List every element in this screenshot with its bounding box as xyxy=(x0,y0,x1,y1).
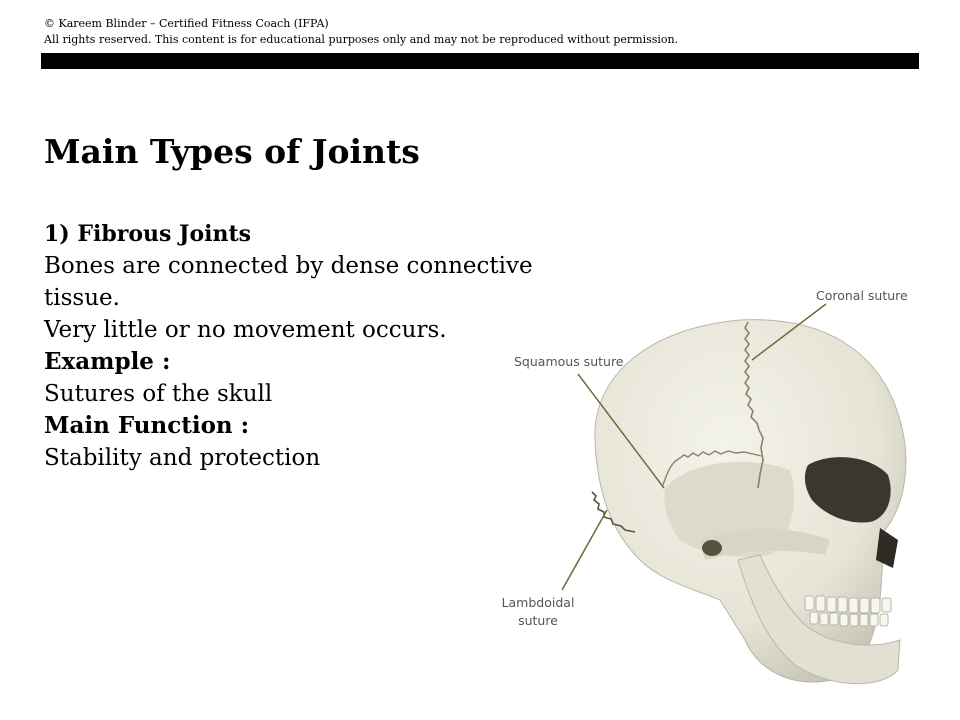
ear-canal xyxy=(702,540,722,556)
squamous-leader xyxy=(577,373,665,489)
coronal-suture-line xyxy=(744,321,764,489)
copyright-header: © Kareem Blinder – Certified Fitness Coa… xyxy=(44,16,678,48)
coronal-suture-label: Coronal suture xyxy=(816,288,908,303)
mandible xyxy=(737,554,901,685)
example-label: Example : xyxy=(44,348,171,375)
skull-illustration: Coronal suture Squamous suture Lambdoida… xyxy=(502,288,908,685)
function-value: Stability and protection xyxy=(44,445,321,471)
lambdoidal-suture-label-line2: suture xyxy=(518,613,558,628)
copyright-line: © Kareem Blinder – Certified Fitness Coa… xyxy=(44,17,329,30)
section-heading: 1) Fibrous Joints xyxy=(44,221,252,247)
function-label: Main Function : xyxy=(44,412,250,439)
slide-title: Main Types of Joints xyxy=(44,132,420,171)
lambdoidal-suture-label-line1: Lambdoidal xyxy=(502,595,575,610)
eye-orbit xyxy=(804,457,891,523)
teeth xyxy=(804,595,892,627)
squamous-suture-label: Squamous suture xyxy=(514,354,624,369)
zygomatic-arch xyxy=(700,528,830,560)
header-divider-bar xyxy=(41,53,919,69)
coronal-leader xyxy=(751,303,827,361)
movement-note: Very little or no movement occurs. xyxy=(44,317,447,343)
slide-body: 1) Fibrous Joints Bones are connected by… xyxy=(44,218,614,474)
squamous-suture-line xyxy=(662,450,762,486)
nasal-cavity xyxy=(876,528,898,568)
rights-line: All rights reserved. This content is for… xyxy=(44,33,679,46)
lambdoidal-leader xyxy=(561,509,608,591)
description-text: Bones are connected by dense connective … xyxy=(44,253,533,311)
example-value: Sutures of the skull xyxy=(44,381,273,407)
